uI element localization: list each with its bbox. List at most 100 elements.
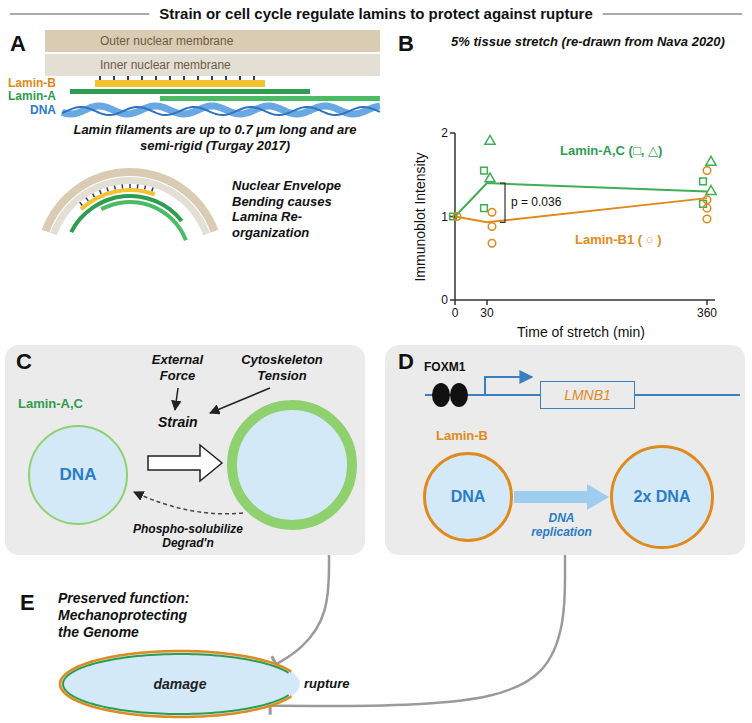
mean-line [455,198,707,222]
data-point [703,215,711,223]
node-text: LMNB1 [564,387,611,403]
lamin-anchor [86,198,88,201]
data-point [453,213,461,221]
lamin-a-filament [70,89,310,94]
promoter-arrow [485,377,532,395]
panel-ground [385,345,745,555]
note-text: Lamin filaments are up to 0.7 μm long an… [60,122,370,153]
tick-mark [486,300,488,305]
gene-box: LMNB1 [540,381,635,409]
panel-letter: B [398,31,414,57]
data-point [485,173,495,182]
tick-mark [450,132,455,134]
figure-title: Strain or cell cycle regulate lamins to … [159,5,592,23]
panel-ground [5,345,365,555]
lamin-anchor [93,194,95,198]
series-label: Lamin-A,C (□, △) [560,143,662,159]
axis-title: Time of stretch (min) [517,324,645,341]
data-point [488,223,496,231]
tick-mark [706,300,708,305]
outer-membrane [45,30,380,52]
nucleus-circle: DNA [423,452,513,542]
node-text: DNA [451,488,486,506]
nucleus-circle: 2x DNA [610,445,714,549]
title-rule [10,14,149,15]
membrane-label: Outer nuclear membrane [100,34,233,48]
panel-letter: C [16,349,32,375]
data-point [488,209,496,217]
data-point [481,205,488,212]
nucleus-outline [29,426,127,524]
transcription-factor [450,383,468,407]
tick-label: 1 [441,210,448,224]
stretch-chart [450,133,716,305]
node-text: DNA [60,465,97,485]
data-point [700,178,707,185]
lamin-anchor [114,186,116,190]
layer-label: Lamin-A [8,90,56,102]
data-point [485,135,495,144]
lamin-anchor [121,184,123,188]
transcription-factor [432,383,450,407]
note-text: Preserved function: Mechanoprotecting th… [58,590,203,640]
lamin-anchor [80,202,83,205]
lamin-anchor [129,184,131,188]
bending-envelope [42,168,219,241]
nucleus-circle: DNA [28,425,128,525]
envelope-layer [100,200,188,241]
panel-letter: A [10,31,26,57]
data-point [488,239,496,247]
panel-heading: Lamin-B [436,428,488,444]
tick-label: 0 [452,306,459,320]
nucleus-fill [60,651,300,717]
panel-box: C Lamin-A,C External Force Cytoskeleton Ten… [5,345,365,555]
node-text: 2x DNA [634,488,691,506]
x-axis [455,299,715,301]
tick-label: 360 [697,306,717,320]
tick-mark [454,300,456,305]
force-arrow [175,388,178,410]
panel-letter: E [20,590,35,616]
lamin-a-filament [160,96,380,101]
factor-label: FOXM1 [424,360,465,374]
nucleus-outline [425,454,512,541]
layer-label: DNA [30,104,56,116]
panel-letter: D [398,349,414,375]
force-arrow [210,388,270,413]
series-label: Lamin-B1 ( ○ ) [575,232,662,248]
force-label: Cytoskeleton Tension [232,352,332,383]
lamin-anchor [152,187,153,191]
lamin-anchor [137,184,139,188]
turnover-arrow [134,492,243,514]
lamin-anchor [100,190,102,194]
inner-membrane [45,54,380,76]
panel-heading: Lamin-A,C [18,396,83,412]
chart-title: 5% tissue stretch (re-drawn from Nava 20… [428,34,748,50]
lamin-anchor [144,186,146,190]
note-text: Nuclear Envelope Bending causes Lamina R… [232,178,367,240]
p-value: p = 0.036 [509,195,563,209]
strain-label: Strain [158,414,198,431]
force-label: External Force [140,352,215,383]
significance-bracket [500,183,505,222]
inhibition-connector [270,555,565,706]
data-point [703,167,711,175]
process-label: Phospho-solubilize Degrad'n [126,522,250,551]
axis-title: Immunoblot Intensity [412,152,429,281]
inhibition-connector [276,555,329,664]
connector-label: DNA replication [520,512,604,540]
data-point [481,167,488,174]
nucleus-outline [612,447,713,548]
strain-arrow [148,445,222,481]
data-point [703,204,711,212]
data-point [706,186,716,195]
nucleus-ellipse: damage [60,651,300,717]
tick-label: 0 [441,293,448,307]
rupture-label: rupture [304,676,350,692]
title-rule [603,14,742,15]
lamin-b-filament [95,80,265,87]
envelope-layer [50,177,210,235]
data-point [703,196,711,204]
lamin-a-outline [63,654,289,714]
